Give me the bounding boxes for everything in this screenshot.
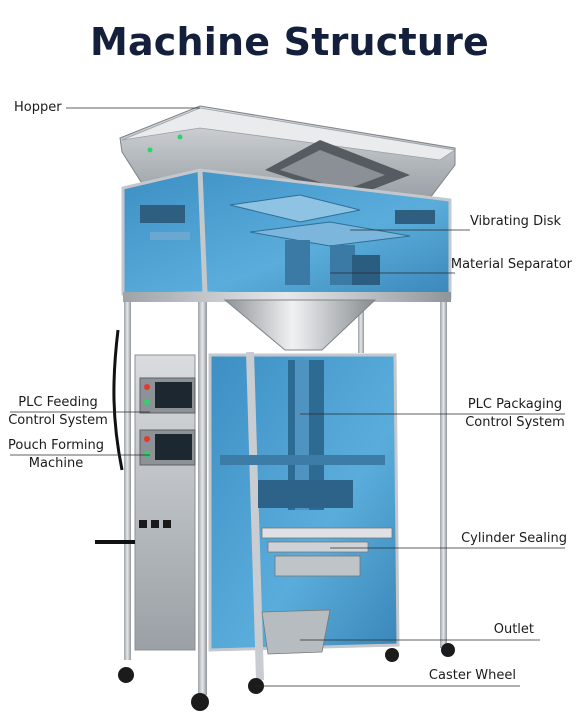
label-hopper: Hopper bbox=[14, 100, 62, 115]
label-cylinder-sealing: Cylinder Sealing bbox=[461, 531, 567, 546]
label-plc-packaging-line2: Control System bbox=[465, 415, 565, 430]
label-pouch-forming-line1: Pouch Forming bbox=[8, 438, 104, 453]
plc-feeding-panel bbox=[139, 377, 196, 414]
label-plc-packaging-line1: PLC Packaging bbox=[467, 397, 563, 412]
leader-lines bbox=[10, 107, 565, 687]
discharge-funnel bbox=[223, 299, 377, 351]
side-switches bbox=[139, 520, 171, 528]
label-plc-feeding: PLC Feeding Control System bbox=[6, 394, 110, 430]
label-material-separator: Material Separator bbox=[450, 257, 572, 272]
packaging-cabinet bbox=[95, 329, 400, 681]
page-title: Machine Structure bbox=[89, 20, 490, 64]
label-caster-wheel: Caster Wheel bbox=[428, 668, 516, 683]
plc-packaging-panel bbox=[139, 429, 196, 466]
label-pouch-forming: Pouch Forming Machine bbox=[4, 437, 108, 473]
label-plc-feeding-line2: Control System bbox=[8, 413, 108, 428]
label-plc-feeding-line1: PLC Feeding bbox=[18, 395, 98, 410]
label-pouch-forming-line2: Machine bbox=[28, 456, 84, 471]
label-plc-packaging: PLC Packaging Control System bbox=[455, 396, 575, 432]
label-outlet: Outlet bbox=[493, 622, 534, 637]
frame-legs bbox=[123, 292, 451, 695]
upper-weighing-box bbox=[121, 168, 452, 300]
label-vibrating-disk: Vibrating Disk bbox=[469, 214, 561, 229]
